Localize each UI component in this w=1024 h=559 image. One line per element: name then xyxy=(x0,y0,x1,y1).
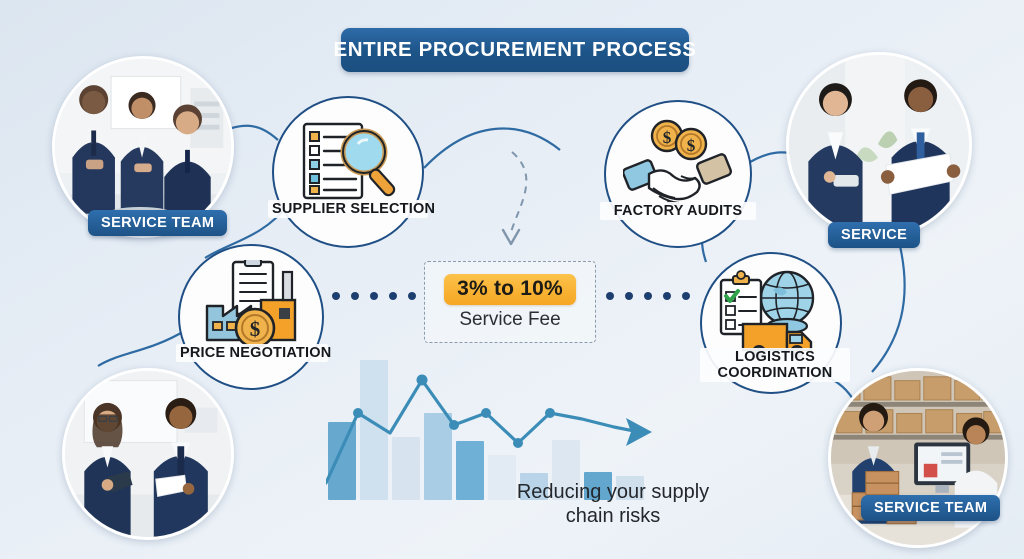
step-supplier-selection xyxy=(272,96,424,248)
tagline: Reducing your supply chain risks xyxy=(488,480,738,529)
svg-text:$: $ xyxy=(687,136,696,155)
label-price-negotiation: PRICE NEGOTIATION xyxy=(176,344,331,363)
growth-chart xyxy=(326,360,656,500)
dotted-line-left xyxy=(332,292,416,300)
photo-scene xyxy=(789,55,969,235)
label-supplier-selection: SUPPLIER SELECTION xyxy=(268,200,435,219)
label-line-2: COORDINATION xyxy=(717,365,833,382)
chart-bar xyxy=(520,473,548,500)
badge-service-team-bottom-right: SERVICE TEAM xyxy=(861,495,1001,521)
chart-bar xyxy=(488,455,516,500)
badge-service-team-top-left: SERVICE TEAM xyxy=(88,210,228,236)
handshake-coins-icon: $ $ xyxy=(623,119,733,207)
chart-bar xyxy=(392,437,420,500)
service-fee-value: 3% to 10% xyxy=(444,273,576,305)
tagline-line-2: chain risks xyxy=(565,505,661,528)
tagline-line-1: Reducing your supply xyxy=(516,481,710,503)
dashed-arrow-head xyxy=(501,228,521,246)
photo-scene xyxy=(55,59,231,235)
chart-bar xyxy=(616,476,644,500)
svg-text:$: $ xyxy=(663,128,672,147)
page-title: ENTIRE PROCUREMENT PROCESS xyxy=(334,28,696,72)
label-factory-audits: FACTORY AUDITS xyxy=(600,202,756,221)
factory-coin-icon: $ xyxy=(205,260,297,349)
service-fee-caption: Service Fee xyxy=(459,308,561,330)
step-price-negotiation: $ xyxy=(178,244,324,390)
dotted-line-right xyxy=(606,292,690,300)
photo-negotiation-bottom-left xyxy=(62,368,234,540)
photo-service-top-right xyxy=(786,52,972,238)
label-line-1: LOGISTICS xyxy=(735,349,815,365)
connector-supplier-right xyxy=(423,127,561,169)
checklist-magnifier-icon xyxy=(302,122,396,200)
photo-scene xyxy=(65,371,231,537)
service-fee-callout: 3% to 10% Service Fee xyxy=(424,261,596,343)
label-logistics-coordination: LOGISTICS COORDINATION xyxy=(700,348,850,383)
chart-bar xyxy=(424,413,452,500)
badge-service-top-right: SERVICE xyxy=(828,222,921,248)
chart-bar xyxy=(552,440,580,500)
photo-service-team-bottom-right xyxy=(828,368,1008,548)
dashed-arrow-path xyxy=(510,151,528,233)
chart-trend-line xyxy=(326,374,652,485)
page-title-text: ENTIRE PROCUREMENT PROCESS xyxy=(333,38,697,61)
connector-service-warehouse xyxy=(871,245,906,373)
connector-negotiation-photo xyxy=(97,329,187,367)
step-factory-audits: $ $ xyxy=(604,100,752,248)
svg-text:$: $ xyxy=(250,317,261,341)
badge-label: SERVICE TEAM xyxy=(101,215,215,231)
clipboard-globe-truck-icon xyxy=(719,270,815,358)
badge-label: SERVICE xyxy=(841,227,908,243)
badge-label: SERVICE TEAM xyxy=(874,500,988,516)
chart-bar xyxy=(584,472,612,500)
chart-bar xyxy=(328,422,356,500)
chart-bar xyxy=(456,441,484,500)
